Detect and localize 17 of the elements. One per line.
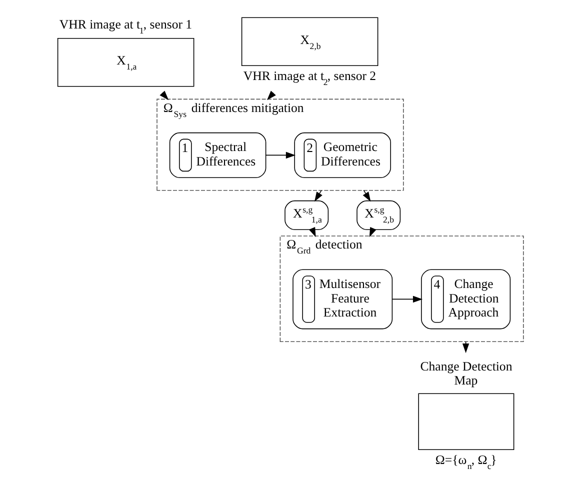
node-label: VHR image at t$_{2}$, sensor 2 <box>242 68 376 87</box>
node-label: Ω={ω$_{n}$, Ω$_{c}$} <box>434 452 496 471</box>
arrow <box>264 152 296 159</box>
arrow <box>308 226 316 238</box>
arrow <box>362 190 370 202</box>
node-box: 3 Multisensor Feature Extraction <box>292 269 392 330</box>
arrow <box>368 226 376 238</box>
node-box: X$_{2,b}$ <box>240 17 378 66</box>
node-box: 2 Geometric Differences <box>294 132 390 178</box>
node-box: 1 Spectral Differences <box>168 132 266 178</box>
arrow <box>392 296 422 303</box>
node-box: 4 Change Detection Approach <box>420 269 510 330</box>
node-label: Change Detection Map <box>420 359 512 388</box>
node-box <box>418 393 514 450</box>
node-label: VHR image at t$_{1}$, sensor 1 <box>58 18 192 36</box>
node-box: X$_{1,a}$ <box>56 38 194 87</box>
arrow <box>314 190 322 202</box>
